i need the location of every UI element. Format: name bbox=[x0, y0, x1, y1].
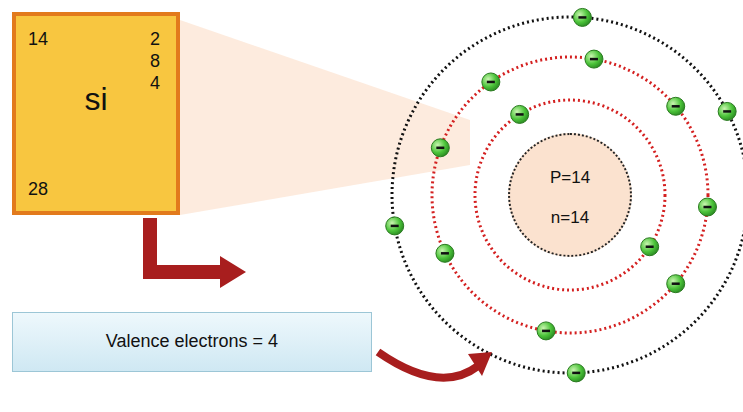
minus-sign bbox=[672, 282, 680, 285]
electron bbox=[667, 275, 685, 293]
element-tile: 14284si28 bbox=[12, 12, 180, 215]
electron bbox=[667, 97, 685, 115]
electron-ball bbox=[667, 275, 685, 293]
outer-shell bbox=[392, 17, 743, 373]
minus-sign bbox=[646, 245, 654, 248]
electron-ball bbox=[667, 97, 685, 115]
node-text: si bbox=[84, 82, 107, 117]
electron bbox=[436, 244, 454, 262]
electron bbox=[537, 322, 555, 340]
electron bbox=[585, 50, 603, 68]
electron bbox=[567, 364, 585, 382]
node-text: 8 bbox=[150, 52, 160, 72]
minus-sign bbox=[487, 81, 495, 84]
electron bbox=[386, 217, 404, 235]
minus-sign bbox=[703, 206, 711, 209]
zoom-wedge bbox=[180, 20, 470, 215]
electron-ball bbox=[585, 50, 603, 68]
middle-shell bbox=[432, 57, 708, 333]
arrow-head bbox=[468, 352, 492, 376]
electron-ball bbox=[718, 102, 736, 120]
node-text: n=14 bbox=[551, 209, 589, 228]
node-text: 14 bbox=[28, 30, 48, 50]
minus-sign bbox=[723, 110, 731, 113]
electron-ball bbox=[431, 139, 449, 157]
electron-ball bbox=[482, 73, 500, 91]
electron bbox=[573, 8, 591, 26]
electron bbox=[641, 238, 659, 256]
inner-shell bbox=[475, 100, 665, 290]
minus-sign bbox=[672, 105, 680, 108]
nucleus: P=14 n=14 bbox=[508, 133, 632, 257]
electron-ball bbox=[537, 322, 555, 340]
electron-ball bbox=[567, 364, 585, 382]
electron-ball bbox=[386, 217, 404, 235]
electron-ball bbox=[511, 105, 529, 123]
minus-sign bbox=[590, 58, 598, 61]
minus-sign bbox=[578, 16, 586, 19]
node-text: P=14 bbox=[550, 169, 590, 188]
minus-sign bbox=[542, 330, 550, 333]
electron bbox=[718, 102, 736, 120]
minus-sign bbox=[441, 252, 449, 255]
arrow-head bbox=[220, 256, 246, 288]
minus-sign bbox=[516, 113, 524, 116]
node-text: 2 bbox=[150, 30, 160, 50]
l-arrow bbox=[150, 218, 222, 272]
electron bbox=[698, 198, 716, 216]
minus-sign bbox=[391, 225, 399, 228]
electron-ball bbox=[641, 238, 659, 256]
minus-sign bbox=[572, 372, 580, 375]
electron bbox=[431, 139, 449, 157]
valence-box: Valence electrons = 4 bbox=[12, 312, 372, 372]
node-text: 28 bbox=[28, 180, 48, 200]
node-text: 4 bbox=[150, 74, 160, 94]
minus-sign bbox=[436, 147, 444, 150]
electron-ball bbox=[573, 8, 591, 26]
electron bbox=[482, 73, 500, 91]
curved-arrow bbox=[378, 352, 478, 378]
electron-ball bbox=[698, 198, 716, 216]
electron-ball bbox=[436, 244, 454, 262]
electron bbox=[511, 105, 529, 123]
node-text: Valence electrons = 4 bbox=[106, 332, 278, 352]
